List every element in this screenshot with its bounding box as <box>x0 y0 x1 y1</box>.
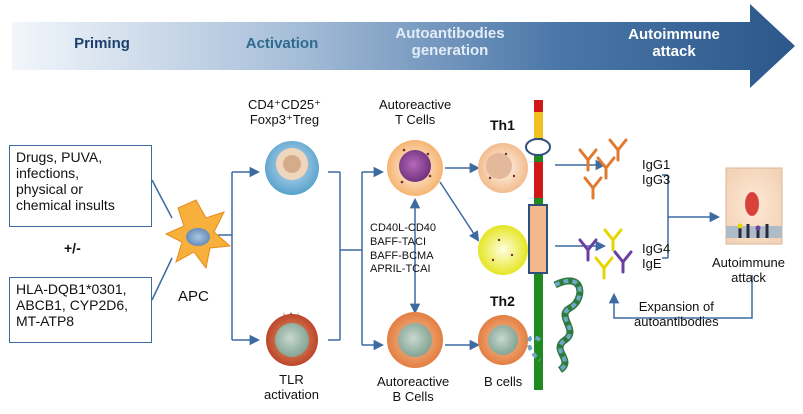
receptor-coil <box>526 277 584 373</box>
autoreactive-t-label: Autoreactive T Cells <box>379 97 452 127</box>
treg-label: CD4⁺CD25⁺ Foxp3⁺Treg <box>248 97 321 127</box>
autoreactive-b-label: Autoreactive B Cells <box>377 374 450 404</box>
th2-label: Th2 <box>490 293 515 309</box>
b-cell-right <box>478 315 528 365</box>
igg4-ige-label: IgG4 IgE <box>642 241 671 271</box>
interaction-list: CD40L-CD40 BAFF-TACI BAFF-BCMA APRIL-TCA… <box>370 222 437 276</box>
plus-minus-label: +/- <box>64 240 81 256</box>
th1-label: Th1 <box>490 117 515 133</box>
phase-activation: Activation <box>245 35 319 52</box>
phase-arrow <box>12 4 795 88</box>
th1-cell <box>478 143 528 193</box>
tlr-cell <box>266 312 318 366</box>
autoreactive-t-cell <box>387 140 443 196</box>
tlr-label: TLR activation <box>264 372 319 402</box>
autoimmune-tissue <box>725 167 783 245</box>
phase-autoimmune-attack: Autoimmune attack <box>628 26 720 60</box>
th2-cell <box>478 225 528 275</box>
phase-priming: Priming <box>74 35 130 52</box>
treg-cell <box>265 141 319 195</box>
cytokine-bar <box>525 100 551 390</box>
igg4-ige-antibodies <box>578 228 633 280</box>
igg1-igg3-label: IgG1 IgG3 <box>642 157 671 187</box>
autoimmune-attack-label: Autoimmune attack <box>712 255 785 285</box>
genetic-triggers-box: HLA-DQB1*0301, ABCB1, CYP2D6, MT-ATP8 <box>9 277 152 343</box>
apc-label: APC <box>178 288 209 305</box>
apc-cell <box>164 199 232 270</box>
expansion-label: Expansion of autoantibodies <box>634 299 719 329</box>
b-cells-label: B cells <box>484 374 523 389</box>
connectors-left <box>151 159 753 351</box>
environmental-triggers-box: Drugs, PUVA, infections, physical or che… <box>9 145 152 227</box>
phase-autoantibodies-generation: Autoantibodies generation <box>395 25 505 59</box>
igg1-igg3-antibodies <box>578 138 628 200</box>
autoreactive-b-cell <box>387 312 443 368</box>
